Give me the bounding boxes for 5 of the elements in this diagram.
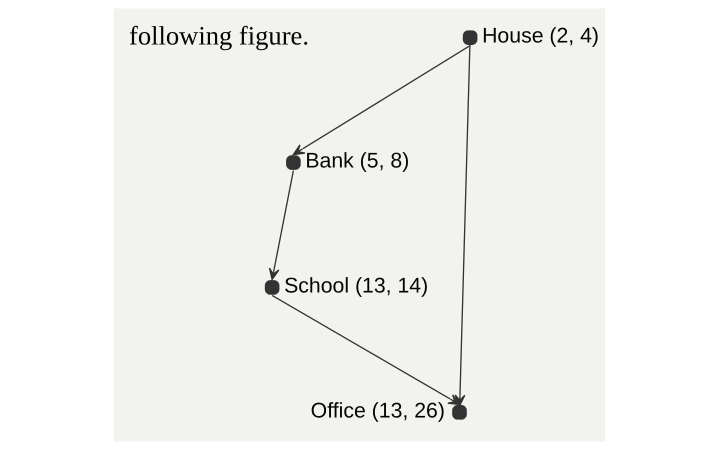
node-label: School (13, 14) (284, 274, 428, 298)
node-label: Office (13, 26) (310, 398, 445, 422)
node-label: Bank (5, 8) (305, 148, 410, 173)
node-label: House (2, 4) (482, 24, 600, 48)
label: following figure. (128, 20, 309, 50)
